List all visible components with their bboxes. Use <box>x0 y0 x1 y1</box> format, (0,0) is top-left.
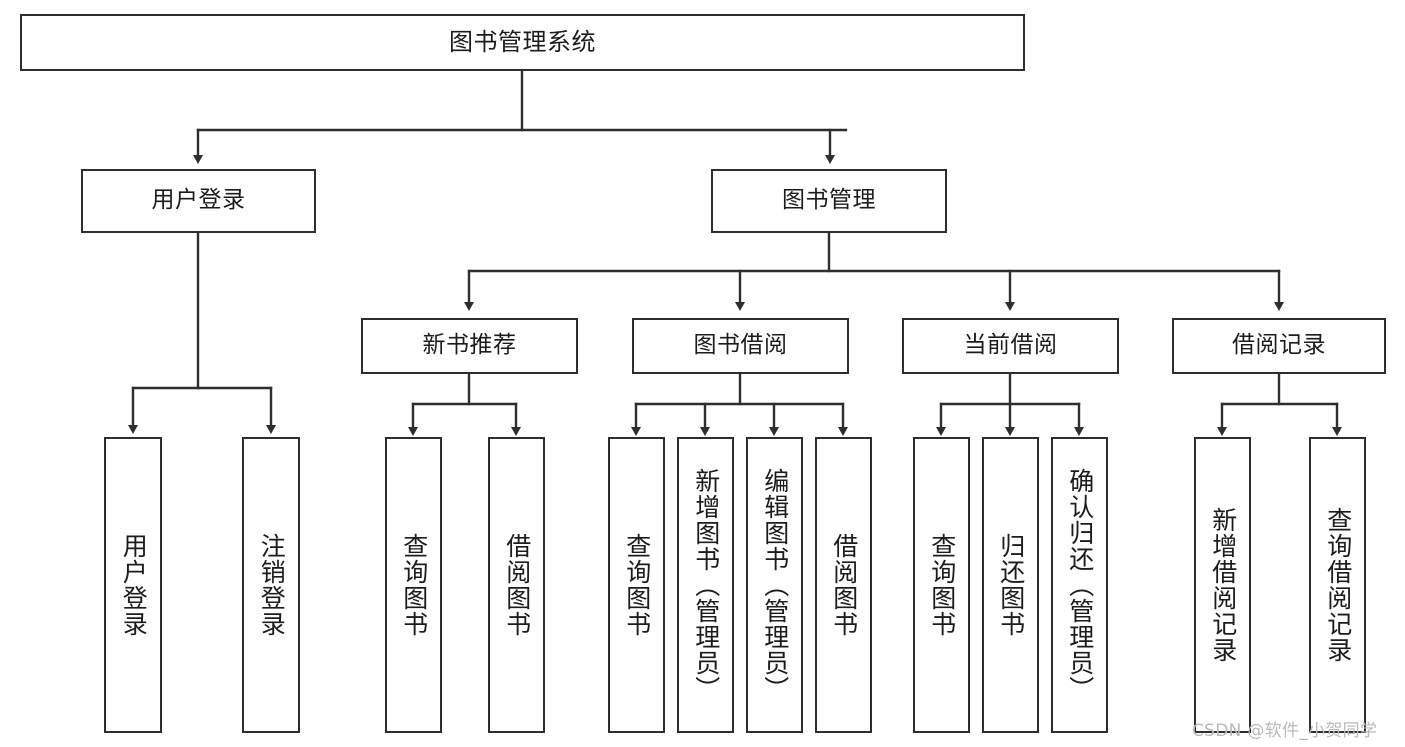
node-current-borrow[interactable]: 当前借阅 <box>902 318 1119 374</box>
node-book-borrow[interactable]: 图书借阅 <box>632 318 849 374</box>
node-label: 编辑图书（管理员） <box>760 468 790 702</box>
leaf-logout-login[interactable]: 注销登录 <box>242 437 300 733</box>
node-label: 查询图书 <box>622 533 652 637</box>
node-root-system[interactable]: 图书管理系统 <box>20 14 1025 71</box>
node-user-login[interactable]: 用户登录 <box>81 169 316 233</box>
node-label: 确认归还（管理员） <box>1065 468 1095 702</box>
node-book-manage[interactable]: 图书管理 <box>711 169 947 233</box>
node-label: 查询借阅记录 <box>1323 507 1353 663</box>
node-label: 图书管理 <box>782 187 876 214</box>
leaf-query-borrow-record[interactable]: 查询借阅记录 <box>1309 437 1366 733</box>
node-label: 查询图书 <box>927 533 957 637</box>
csdn-watermark: CSDN @软件_小贺同学 <box>1192 721 1378 741</box>
leaf-query-book-current[interactable]: 查询图书 <box>913 437 970 733</box>
node-label: 新增图书（管理员） <box>691 468 721 702</box>
node-borrow-record[interactable]: 借阅记录 <box>1172 318 1386 374</box>
node-label: 图书借阅 <box>693 332 788 359</box>
leaf-borrow-book[interactable]: 借阅图书 <box>815 437 872 733</box>
node-label: 注销登录 <box>257 533 287 637</box>
leaf-return-book[interactable]: 归还图书 <box>982 437 1039 733</box>
node-label: 图书管理系统 <box>449 28 596 57</box>
node-label: 新增借阅记录 <box>1208 507 1238 663</box>
leaf-add-book[interactable]: 新增图书（管理员） <box>677 437 734 733</box>
leaf-user-login[interactable]: 用户登录 <box>104 437 162 733</box>
node-label: 当前借阅 <box>963 332 1058 359</box>
node-label: 查询图书 <box>399 533 429 637</box>
leaf-confirm-return[interactable]: 确认归还（管理员） <box>1051 437 1108 733</box>
leaf-borrow-book-recommend[interactable]: 借阅图书 <box>488 437 545 733</box>
node-label: 新书推荐 <box>422 332 517 359</box>
node-new-book-recommend[interactable]: 新书推荐 <box>361 318 578 374</box>
node-label: 借阅图书 <box>829 533 859 637</box>
node-label: 借阅记录 <box>1232 332 1326 359</box>
leaf-query-book-borrow[interactable]: 查询图书 <box>608 437 665 733</box>
leaf-add-borrow-record[interactable]: 新增借阅记录 <box>1194 437 1251 733</box>
node-label: 用户登录 <box>119 533 149 637</box>
leaf-query-book-recommend[interactable]: 查询图书 <box>385 437 442 733</box>
node-label: 用户登录 <box>151 187 246 214</box>
node-label: 借阅图书 <box>502 533 532 637</box>
leaf-edit-book[interactable]: 编辑图书（管理员） <box>746 437 803 733</box>
node-label: 归还图书 <box>996 533 1026 637</box>
